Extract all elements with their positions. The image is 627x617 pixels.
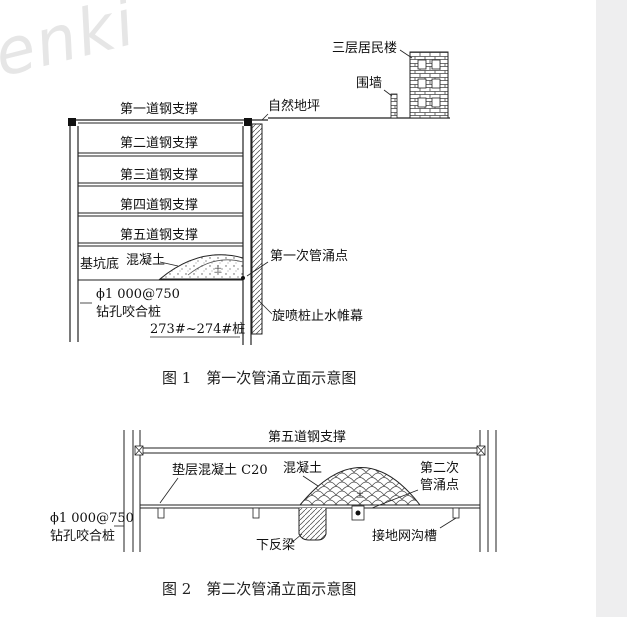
stud-2	[252, 507, 260, 519]
window-3	[417, 78, 427, 89]
window-6	[431, 97, 441, 108]
soil-mark-1: 土	[214, 264, 222, 274]
support-end-left-cross	[134, 445, 144, 456]
concrete-label-2: 混凝土	[283, 460, 322, 476]
cushion-leader	[159, 477, 179, 504]
right-capping-block	[244, 118, 252, 126]
beam-label: 下反梁	[256, 538, 295, 553]
curtain-label: 旋喷桩止水帷幕	[272, 309, 363, 324]
figure-1: 第一道钢支撑 第二道钢支撑 第三道钢支撑 第四道钢支撑 第五道钢支撑 土 基坑底…	[68, 41, 450, 387]
concrete-label-1: 混凝土	[126, 252, 165, 268]
piping-point-2-marker	[355, 510, 361, 516]
stud-3	[452, 507, 460, 519]
natural-ground-label: 自然地坪	[268, 98, 320, 114]
piping-point-2-label-line2: 管涌点	[420, 478, 459, 493]
stud-1	[157, 507, 165, 519]
concrete-mound	[158, 254, 244, 280]
support-4-label: 第四道钢支撑	[120, 198, 198, 213]
support-end-right-cross	[476, 445, 486, 456]
piping-point-2-label-line1: 第二次	[420, 460, 459, 476]
figure-2: 第五道钢支撑 垫层混凝土 C20 土 混凝土 第二次 管涌点 ϕ1 000@75…	[50, 430, 497, 598]
residential-building	[409, 51, 449, 119]
concrete-mound-2	[298, 467, 422, 506]
pile-type-label-2: 钻孔咬合桩	[50, 528, 115, 544]
window-1	[417, 59, 427, 70]
concrete-leader-2	[302, 475, 319, 487]
cushion-label: 垫层混凝土 C20	[172, 462, 268, 478]
pile-spec-label-1: ϕ1 000@750	[96, 287, 180, 302]
window-2	[431, 59, 441, 70]
piping-point-1-marker	[241, 276, 245, 280]
boundary-wall	[390, 93, 398, 119]
left-capping-block	[68, 118, 76, 126]
jet-grouting-curtain	[251, 123, 263, 335]
pile-number-label: 273#~274#桩	[150, 322, 245, 337]
steel-supports	[78, 122, 243, 247]
soil-mark-2: 土	[356, 489, 364, 499]
piping-point-1-leader	[246, 261, 269, 277]
viewer-scrollbar-area[interactable]	[596, 0, 627, 617]
pit-bottom-label: 基坑底	[80, 256, 119, 272]
building-label: 三层居民楼	[332, 41, 397, 56]
support-1-label: 第一道钢支撑	[120, 102, 198, 117]
trench-label: 接地网沟槽	[372, 528, 437, 544]
trench-leader	[439, 517, 457, 529]
curtain-leader	[257, 299, 273, 315]
beam-leader	[289, 533, 303, 545]
document-page	[0, 0, 596, 617]
inverted-beam	[298, 508, 327, 541]
pile-spec-label-2: ϕ1 000@750	[50, 511, 134, 526]
figure-2-caption: 图 2 第二次管涌立面示意图	[162, 580, 356, 598]
window-4	[431, 78, 441, 89]
pile-type-label-1: 钻孔咬合桩	[96, 304, 161, 320]
concrete-leader-1	[159, 261, 179, 267]
fifth-support-label: 第五道钢支撑	[268, 430, 346, 445]
figure-1-caption: 图 1 第一次管涌立面示意图	[162, 369, 356, 387]
support-3-label: 第三道钢支撑	[120, 168, 198, 183]
support-2-label: 第二道钢支撑	[120, 136, 198, 151]
wall-label: 围墙	[356, 76, 382, 91]
concrete-mound-inner	[187, 259, 244, 276]
piping-point-2-leader	[371, 489, 419, 509]
building-leader	[399, 49, 413, 59]
support-5-label: 第五道钢支撑	[120, 228, 198, 243]
window-5	[417, 97, 427, 108]
wall-leader	[383, 89, 393, 97]
piping-point-1-label: 第一次管涌点	[270, 248, 348, 264]
ground-leader	[261, 113, 269, 121]
